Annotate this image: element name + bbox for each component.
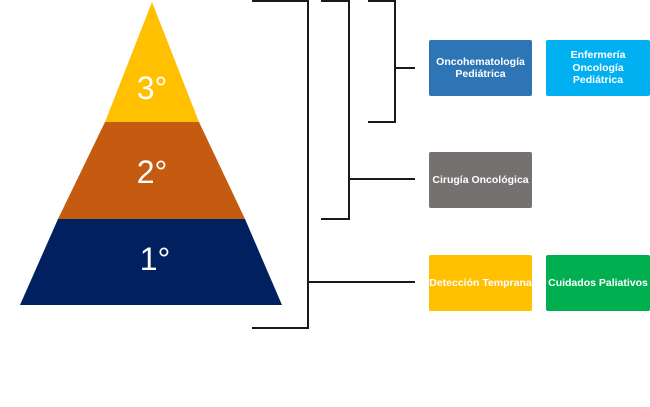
level-1-label: 1° — [139, 241, 171, 277]
deteccion-box: Detección Temprana — [429, 255, 532, 311]
pyramid-level-3 — [105, 2, 199, 122]
level-3-label: 3° — [136, 70, 168, 106]
bracket-level-2 — [321, 0, 350, 220]
bracket-level-1 — [252, 0, 309, 329]
oncohematologia-box: Oncohematología Pediátrica — [429, 40, 532, 96]
cirugia-box: Cirugía Oncológica — [429, 152, 532, 208]
pyramid-level-1 — [20, 219, 282, 305]
cuidados-box: Cuidados Paliativos — [546, 255, 650, 311]
level-2-label: 2° — [136, 154, 168, 190]
bracket-level-3 — [368, 0, 396, 123]
pyramid-level-2 — [58, 122, 245, 219]
enfermeria-box: Enfermería Oncología Pediátrica — [546, 40, 650, 96]
